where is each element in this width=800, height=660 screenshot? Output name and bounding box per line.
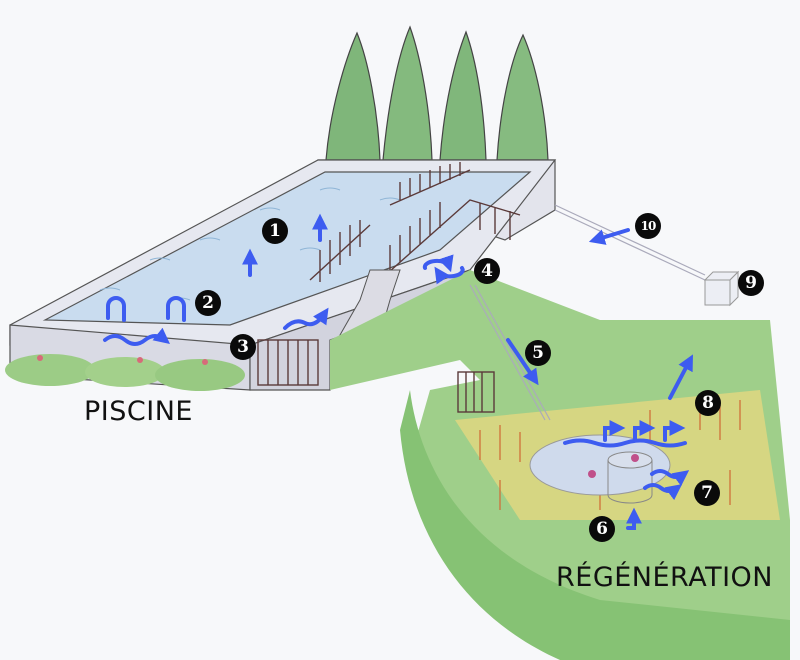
filter-pond — [529, 434, 671, 504]
marker-6: 6 — [589, 516, 615, 542]
marker-10: 10 — [635, 213, 661, 239]
regeneration-zone-label: RÉGÉNÉRATION — [556, 562, 774, 593]
marker-8: 8 — [695, 390, 721, 416]
marker-7: 7 — [694, 480, 720, 506]
flow-arrows — [103, 213, 693, 530]
marker-2: 2 — [195, 290, 221, 316]
small-fence — [457, 371, 495, 413]
pool-zone-label: PISCINE — [84, 396, 193, 427]
pipes — [469, 204, 706, 421]
collection-box — [703, 270, 740, 307]
marker-3: 3 — [230, 334, 256, 360]
cypress-trees — [325, 25, 549, 161]
marker-5: 5 — [525, 340, 551, 366]
marker-9: 9 — [738, 270, 764, 296]
stair-railings — [257, 162, 521, 386]
marker-1: 1 — [262, 218, 288, 244]
flower-bushes — [5, 354, 245, 391]
marker-4: 4 — [474, 258, 500, 284]
